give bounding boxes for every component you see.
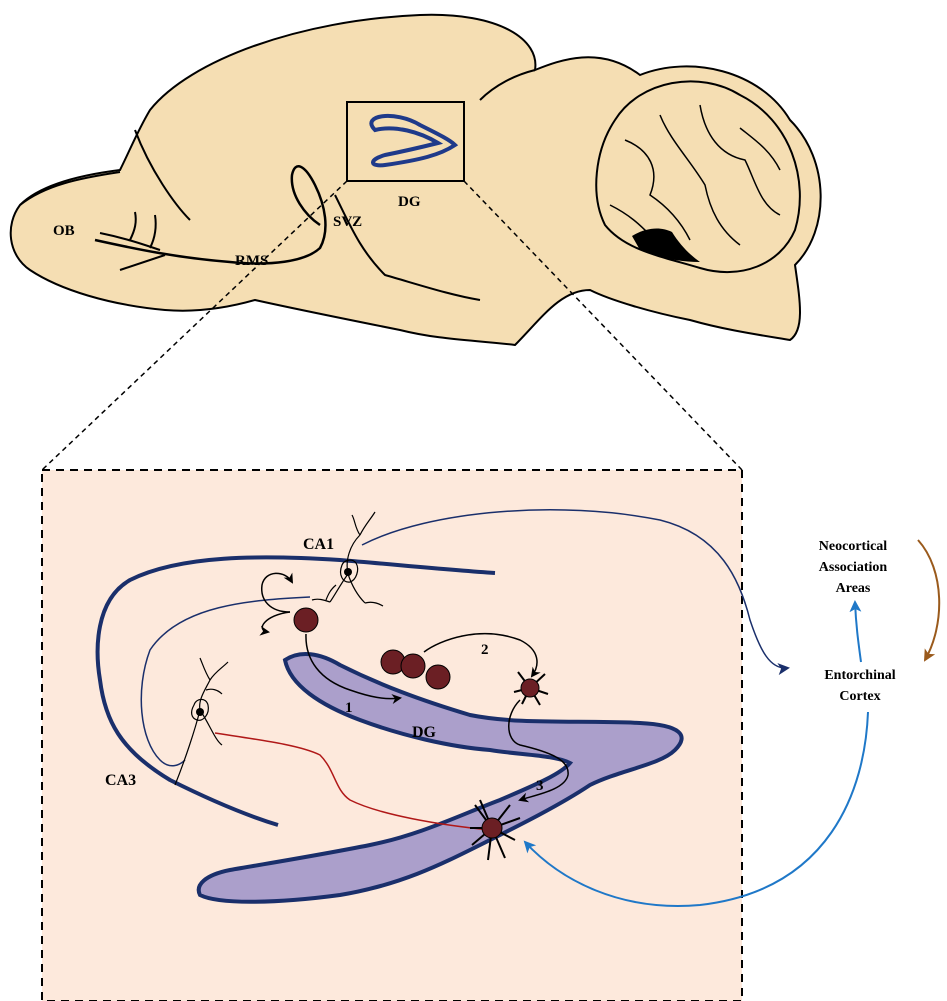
label-ca3: CA3 xyxy=(105,772,136,789)
label-entorhinal-1: Entorchinal xyxy=(824,668,895,683)
label-ob: OB xyxy=(53,223,75,239)
label-entorhinal-2: Cortex xyxy=(839,689,880,704)
brain-sagittal: OB RMS SVZ DG xyxy=(11,15,821,345)
progenitor-cell xyxy=(401,654,425,678)
progenitor-cell xyxy=(426,665,450,689)
label-dg-brain: DG xyxy=(398,194,421,210)
label-neocortical-3: Areas xyxy=(836,581,871,596)
label-dg-inset: DG xyxy=(412,724,437,741)
label-neocortical-1: Neocortical xyxy=(819,539,888,554)
neocortex-to-entorhinal-arrow xyxy=(918,540,939,660)
stem-cell xyxy=(294,608,318,632)
entorhinal-to-neocortex-arrow xyxy=(855,602,861,662)
label-step-3: 3 xyxy=(536,778,544,794)
label-rms: RMS xyxy=(235,253,268,269)
label-ca1: CA1 xyxy=(303,536,334,553)
label-step-2: 2 xyxy=(481,642,489,658)
label-neocortical-2: Association xyxy=(819,560,888,575)
hippocampus-inset: CA1 CA3 DG 1 2 3 xyxy=(42,470,788,1001)
label-svz: SVZ xyxy=(333,214,362,230)
label-step-1: 1 xyxy=(345,700,353,716)
